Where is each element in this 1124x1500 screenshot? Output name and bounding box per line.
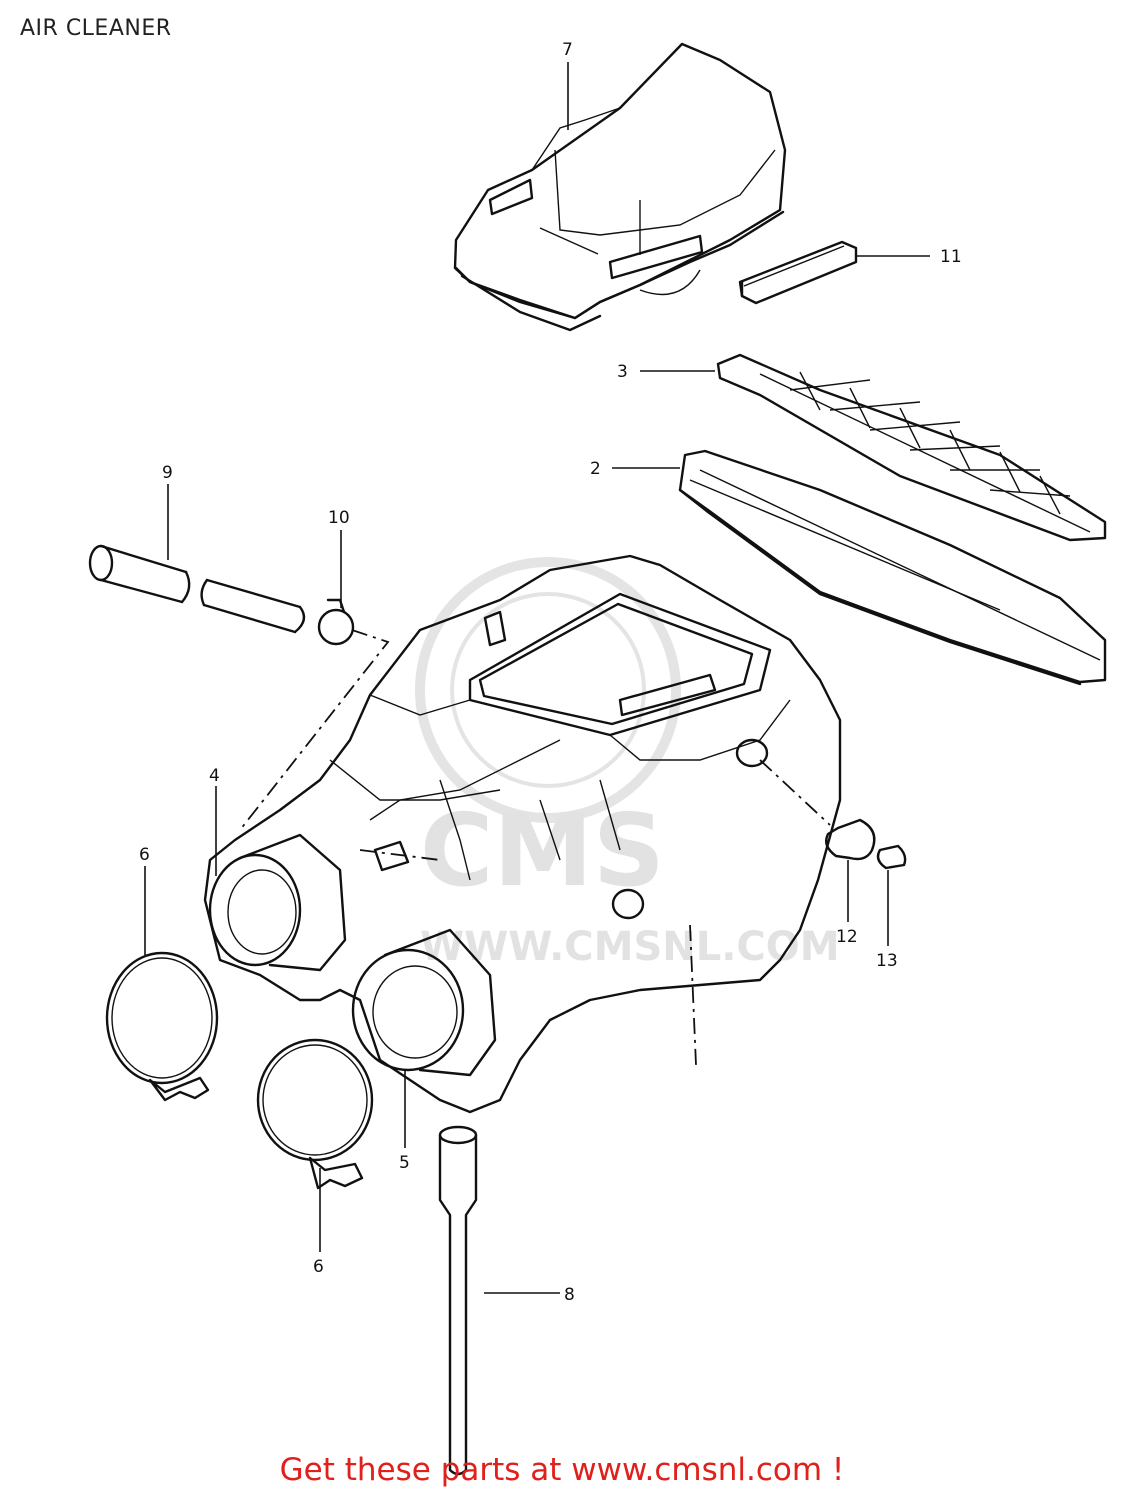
part-11-clip: [738, 240, 858, 305]
callout-11: 11: [940, 247, 962, 267]
callout-6-upper: 6: [139, 845, 150, 865]
callout-13: 13: [876, 951, 898, 971]
assembly-lines: [239, 629, 831, 1066]
callout-7: 7: [562, 40, 573, 60]
callout-10: 10: [328, 508, 350, 528]
part-12-grommet: [825, 818, 876, 861]
callout-6-lower: 6: [313, 1257, 324, 1277]
callout-4: 4: [209, 766, 220, 786]
part-10-clamp-ring: [317, 598, 355, 646]
callout-9: 9: [162, 463, 173, 483]
watermark-url: WWW.CMSNL.COM: [420, 924, 840, 970]
leader-lines: [144, 62, 930, 1294]
watermark: CMS WWW.CMSNL.COM: [415, 557, 840, 970]
part-13-collar: [876, 844, 907, 870]
callout-5: 5: [399, 1153, 410, 1173]
callout-2: 2: [590, 459, 601, 479]
callout-12: 12: [836, 927, 858, 947]
part-8-drain-tube: [438, 1125, 478, 1476]
part-7-intake-cover: [453, 42, 787, 332]
part-4-intake-boot: [208, 833, 347, 972]
part-9b-hose-section: [200, 578, 306, 634]
callout-8: 8: [564, 1285, 575, 1305]
airbox-housing: [203, 554, 842, 1114]
callout-3: 3: [617, 362, 628, 382]
callout-labels: 7 11 3 2 9 10 4 6 12 13 5 6 8: [139, 40, 962, 1305]
part-6-clamp-a: [105, 951, 219, 1102]
part-2-filter-element: [678, 449, 1107, 686]
part-5-intake-boot: [351, 928, 497, 1077]
part-9-hose: [88, 544, 191, 604]
part-3-filter-screen: [716, 353, 1107, 542]
part-6-clamp-b: [256, 1038, 374, 1190]
page-title: AIR CLEANER: [20, 16, 172, 41]
footer-cta-link[interactable]: Get these parts at www.cmsnl.com !: [279, 1452, 845, 1488]
